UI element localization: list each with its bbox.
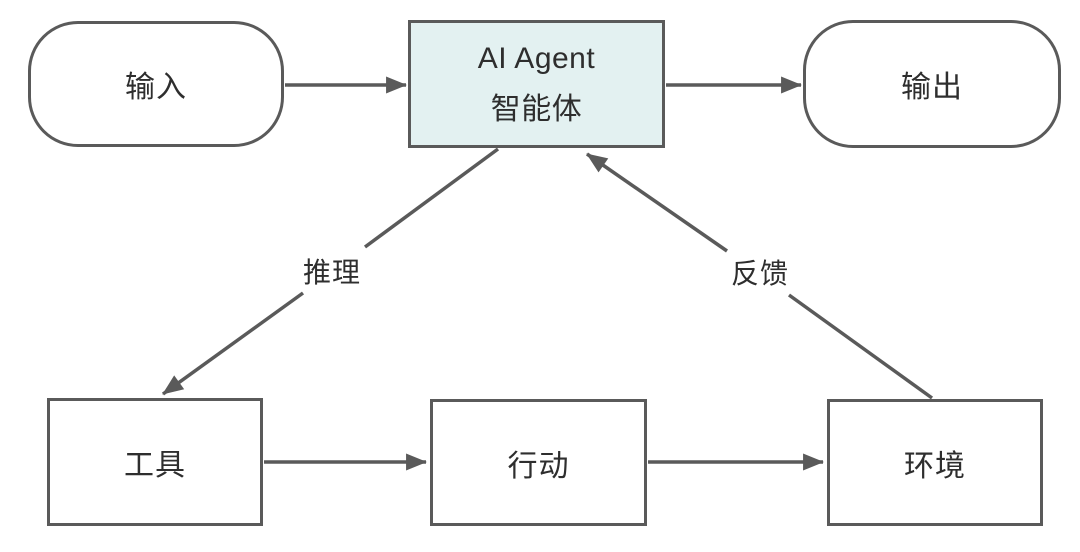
edge-label-reasoning: 推理 [302, 257, 362, 288]
node-action-label: 行动 [507, 449, 570, 483]
node-ai-agent-label-line1: AI Agent [477, 41, 596, 75]
edge-agent-tools-upper-segment [363, 147, 500, 249]
node-output-label: 输出 [901, 71, 963, 104]
edge-label-feedback: 反馈 [730, 258, 790, 289]
node-input-label: 输入 [125, 71, 187, 104]
node-output: 输出 [803, 20, 1061, 148]
node-environment: 环境 [827, 399, 1043, 526]
node-tools: 工具 [47, 398, 263, 526]
edge-env-agent-lower-segment [787, 293, 934, 400]
edge-agent-tools-lower-segment [161, 291, 305, 396]
node-input: 输入 [28, 21, 284, 147]
node-tools-label: 工具 [124, 449, 186, 482]
node-ai-agent-label-line2: 智能体 [490, 92, 583, 126]
node-ai-agent: AI Agent 智能体 [408, 20, 665, 148]
node-action: 行动 [430, 399, 647, 526]
edge-env-agent-upper-segment [586, 152, 728, 253]
node-environment-label: 环境 [904, 449, 966, 483]
